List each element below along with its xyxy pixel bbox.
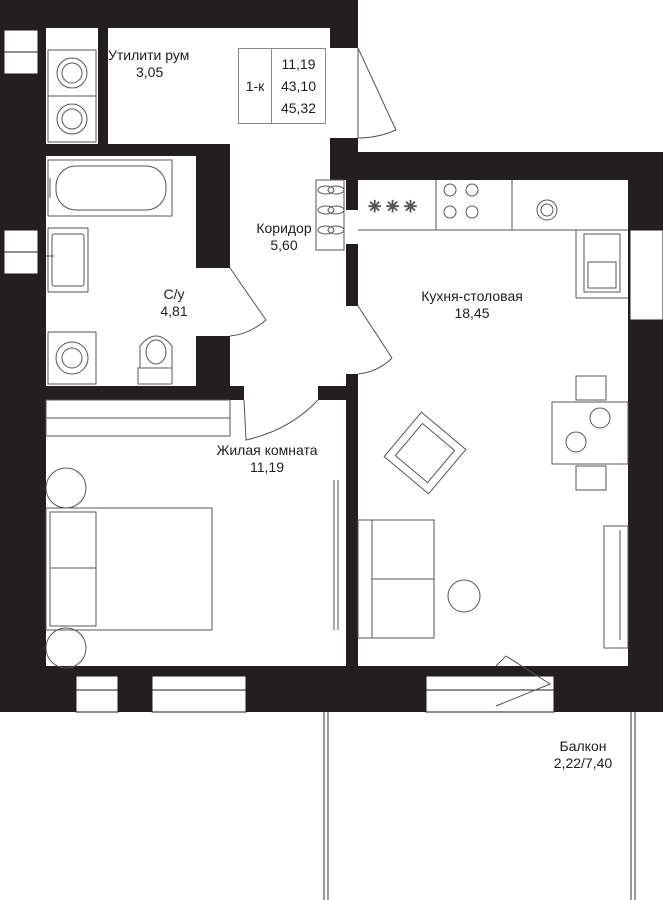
sofa bbox=[357, 519, 435, 639]
room-area: 3,05 bbox=[136, 64, 164, 80]
kitchen-counter: ✳ ✳ ✳ bbox=[358, 180, 628, 299]
tv-stand bbox=[603, 525, 629, 649]
area-with-balcony: 45,32 bbox=[280, 100, 317, 116]
svg-text:✳ ✳ ✳: ✳ ✳ ✳ bbox=[368, 199, 417, 216]
dining-table bbox=[551, 375, 629, 491]
room-area: 2,22/7,40 bbox=[553, 755, 613, 771]
apartment-info-box: 1-к 11,19 43,10 45,32 bbox=[238, 48, 326, 124]
windows bbox=[3, 29, 663, 713]
area-living: 11,19 bbox=[281, 56, 316, 72]
area-total: 43,10 bbox=[280, 78, 317, 94]
armchair bbox=[383, 411, 467, 495]
room-label-utility: Утилити рум 3,05 bbox=[108, 47, 189, 81]
doors bbox=[229, 47, 552, 707]
coffee-table bbox=[447, 579, 481, 613]
apartment-areas: 11,19 43,10 45,32 bbox=[272, 53, 325, 119]
room-name: Кухня-столовая bbox=[421, 288, 523, 304]
room-label-balcony: Балкон 2,22/7,40 bbox=[546, 738, 620, 772]
room-name: Балкон bbox=[559, 738, 607, 754]
room-label-bathroom: С/у 4,81 bbox=[152, 286, 196, 320]
mirror bbox=[333, 480, 339, 630]
room-area: 4,81 bbox=[160, 303, 188, 319]
apartment-type: 1-к bbox=[239, 49, 272, 123]
room-area: 5,60 bbox=[270, 237, 298, 253]
bed bbox=[45, 467, 213, 669]
room-area: 11,19 bbox=[250, 459, 284, 475]
room-name: Утилити рум bbox=[108, 47, 190, 63]
room-label-living: Жилая комната 11,19 bbox=[208, 442, 326, 476]
shoe-rack bbox=[315, 179, 345, 251]
room-area: 18,45 bbox=[454, 305, 490, 321]
bathroom-fixtures bbox=[46, 159, 173, 385]
walls bbox=[0, 0, 663, 712]
room-name: С/у bbox=[163, 286, 185, 302]
room-name: Коридор bbox=[256, 220, 312, 236]
balcony bbox=[323, 712, 636, 900]
room-name: Жилая комната bbox=[216, 442, 318, 458]
washing-machines bbox=[47, 49, 97, 143]
wardrobe bbox=[45, 399, 231, 437]
room-label-corridor: Коридор 5,60 bbox=[250, 220, 318, 254]
room-label-kitchen: Кухня-столовая 18,45 bbox=[412, 288, 532, 322]
